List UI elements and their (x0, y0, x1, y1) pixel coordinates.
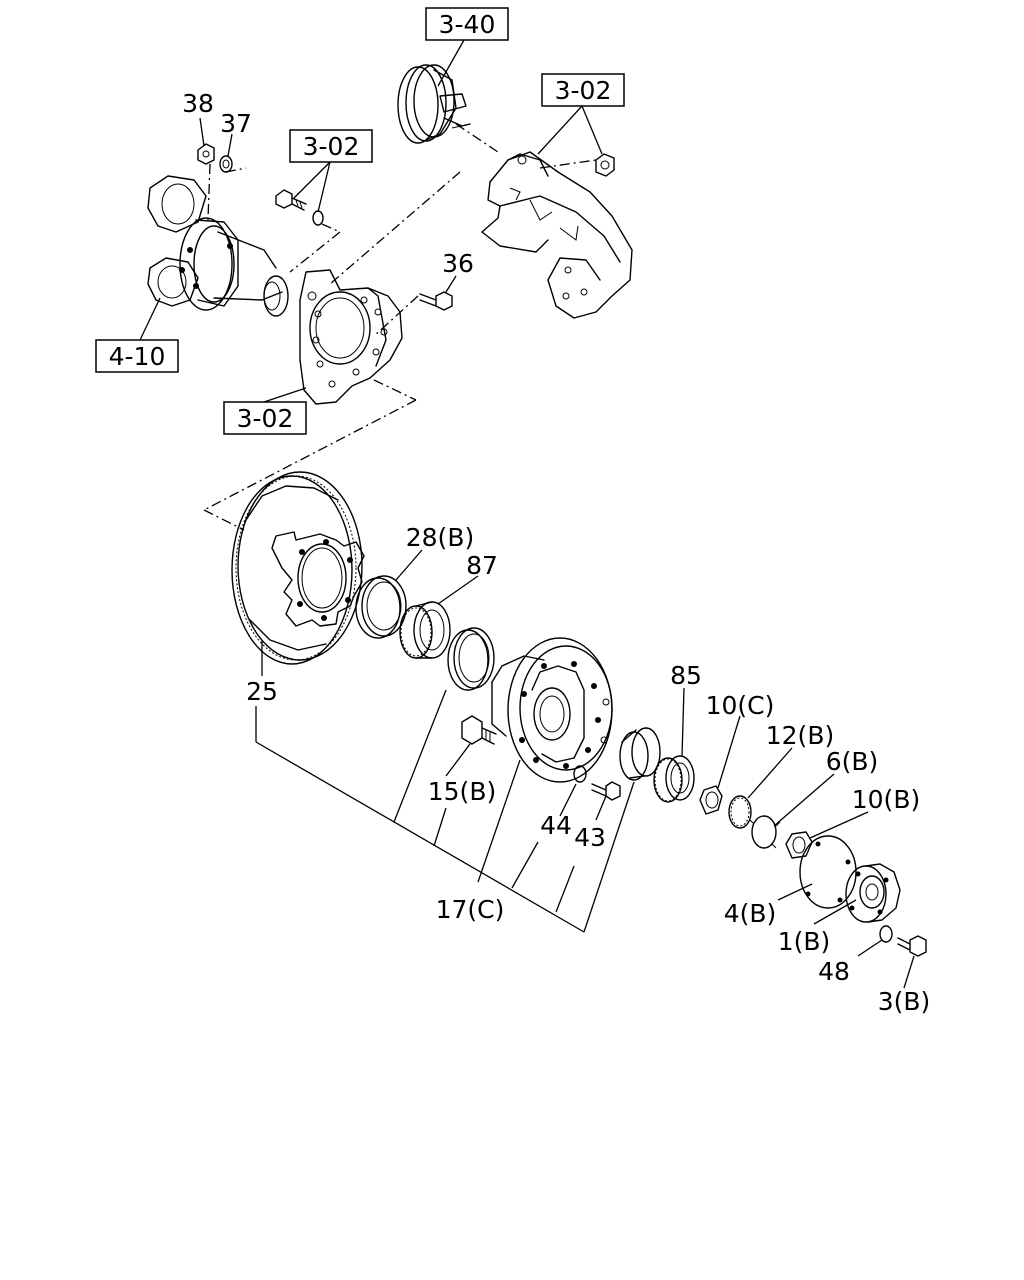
part-label-85: 85 (670, 661, 702, 690)
part-label-87: 87 (466, 551, 498, 580)
part-label-12b: 12(B) (766, 721, 834, 750)
part-label-28b: 28(B) (406, 523, 474, 552)
hub-cap-1b-part (845, 863, 901, 923)
inner-bearing-87-part (399, 601, 451, 659)
nut-10b-part (785, 831, 813, 859)
bearing-race-28-part (355, 575, 407, 639)
part-label-44: 44 (540, 811, 572, 840)
part-label-15b: 15(B) (428, 777, 496, 806)
bolt-36-part (419, 291, 453, 311)
nut-10c-part (699, 785, 723, 815)
ref-box-3-02-top: 3-02 (541, 73, 625, 107)
brake-bracket-shield-part (481, 151, 633, 319)
dashed-centerlines (203, 123, 597, 531)
torque-plate-part (299, 269, 403, 405)
outer-race-part (619, 727, 661, 781)
steering-knuckle-part (147, 175, 289, 317)
ref-box-4-10: 4-10 (95, 339, 179, 373)
part-label-10b: 10(B) (852, 785, 920, 814)
part-label-43: 43 (574, 823, 606, 852)
gasket-4b-part (799, 835, 857, 909)
part-label-25: 25 (246, 677, 278, 706)
lock-washer-12b-part (728, 795, 752, 829)
oil-seal-part (447, 627, 495, 691)
part-label-3b: 3(B) (878, 987, 931, 1016)
brake-chamber-part (397, 64, 471, 144)
ref-label: 3-40 (439, 10, 496, 39)
leader-lines (139, 39, 915, 989)
part-label-17c: 17(C) (436, 895, 505, 924)
wheel-hub-17-part (491, 637, 613, 783)
ref-box-3-02-mid: 3-02 (289, 129, 373, 163)
bolt-3b-part (897, 935, 927, 957)
part-label-36: 36 (442, 249, 474, 278)
stud-bolt-15-part (461, 715, 497, 745)
tab-washer-6b-part (749, 815, 781, 849)
nut-38-part (197, 143, 215, 165)
brake-disc-part (231, 471, 365, 665)
ref-label: 3-02 (237, 404, 294, 433)
part-label-38: 38 (182, 89, 214, 118)
ref-box-3-02-low: 3-02 (223, 401, 307, 435)
ref-label: 4-10 (109, 342, 166, 371)
part-labels: 38 37 36 28(B) 87 25 85 10(C) 12(B) 6(B)… (182, 89, 930, 1016)
washer-37-part (219, 155, 233, 173)
bolt-mid-part (275, 189, 307, 211)
outer-bearing-85-part (653, 755, 695, 803)
nut-upper-right-part (595, 153, 615, 177)
part-label-10c: 10(C) (706, 691, 775, 720)
washer-44-part (573, 765, 587, 783)
ref-label: 3-02 (303, 132, 360, 161)
part-label-4b: 4(B) (724, 899, 777, 928)
ref-box-3-40: 3-40 (425, 7, 509, 41)
part-label-48: 48 (818, 957, 850, 986)
part-label-37: 37 (220, 109, 252, 138)
ref-label: 3-02 (555, 76, 612, 105)
part-label-1b: 1(B) (778, 927, 831, 956)
part-label-6b: 6(B) (826, 747, 879, 776)
washer-48-part (879, 925, 893, 943)
washer-mid-part (312, 210, 324, 226)
